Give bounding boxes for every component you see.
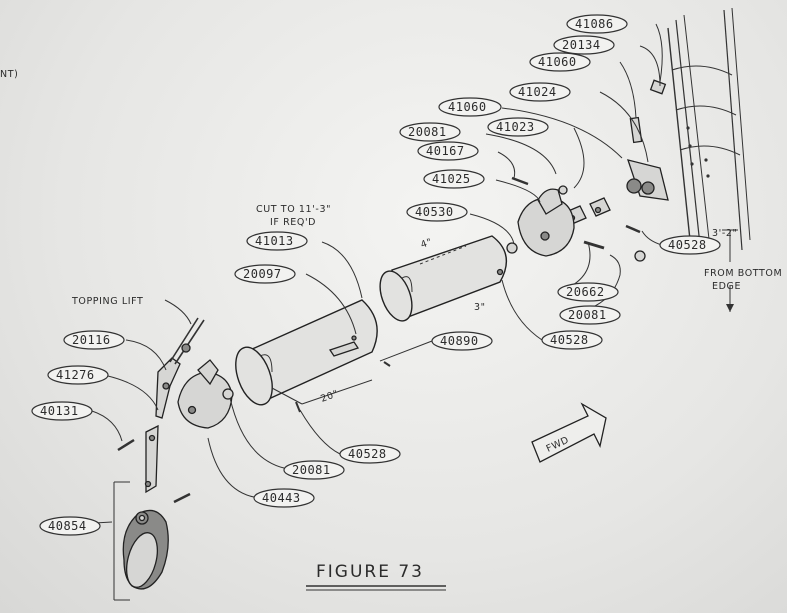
dim-3: 3" <box>474 302 486 313</box>
svg-text:40528: 40528 <box>348 447 387 461</box>
svg-text:40890: 40890 <box>440 334 479 348</box>
callout-41276: 41276 <box>47 365 109 385</box>
gooseneck-fitting <box>506 188 575 257</box>
svg-text:41060: 41060 <box>538 55 577 69</box>
callout-41025: 41025 <box>423 169 485 189</box>
svg-text:40530: 40530 <box>415 205 454 219</box>
callout-41023: 41023 <box>487 117 549 137</box>
svg-text:20081: 20081 <box>568 308 607 322</box>
callouts: 41086 20134 41060 41024 41060 41023 2008… <box>31 14 721 536</box>
callout-20662: 20662 <box>557 282 619 302</box>
svg-text:41086: 41086 <box>575 17 614 31</box>
callout-41060: 41060 <box>438 97 502 117</box>
svg-text:41013: 41013 <box>255 234 294 248</box>
dim-4: 4" <box>419 237 434 251</box>
callout-40530: 40530 <box>406 202 468 222</box>
callout-20081-lower: 20081 <box>283 460 345 480</box>
fwd-arrow: FWD <box>531 402 607 463</box>
callout-20097: 20097 <box>234 264 296 284</box>
boom-tube-rear <box>379 235 508 322</box>
callout-20134: 20134 <box>553 35 615 55</box>
svg-text:41025: 41025 <box>432 172 471 186</box>
cut-note-line2: IF REQ'D <box>270 217 316 228</box>
mast-structure <box>667 7 751 312</box>
leader-lines <box>41 23 663 527</box>
left-edge-fragment: NT) <box>0 69 18 80</box>
svg-text:41276: 41276 <box>56 368 95 382</box>
callout-40528-lower: 40528 <box>339 444 401 464</box>
svg-text:20081: 20081 <box>292 463 331 477</box>
svg-text:40854: 40854 <box>48 519 87 533</box>
svg-text:20662: 20662 <box>566 285 605 299</box>
callout-40167: 40167 <box>417 141 479 161</box>
svg-text:20081: 20081 <box>408 125 447 139</box>
svg-text:41023: 41023 <box>496 120 535 134</box>
boom-tube-front <box>235 299 391 413</box>
svg-text:20097: 20097 <box>243 267 282 281</box>
callout-41024: 41024 <box>509 82 571 102</box>
callout-41013: 41013 <box>246 231 308 251</box>
svg-text:40167: 40167 <box>426 144 465 158</box>
svg-text:40443: 40443 <box>262 491 301 505</box>
svg-text:20134: 20134 <box>562 38 601 52</box>
svg-text:40528: 40528 <box>668 238 707 252</box>
svg-text:40131: 40131 <box>40 404 79 418</box>
callout-41086: 41086 <box>566 14 628 34</box>
figure-caption: FIGURE 73 <box>306 562 446 591</box>
callout-40528-mid: 40528 <box>541 330 603 350</box>
callout-40131: 40131 <box>31 401 93 421</box>
front-end-fitting <box>117 317 234 504</box>
svg-text:20116: 20116 <box>72 333 111 347</box>
sheave-block <box>113 481 169 601</box>
mast-fitting-assembly <box>511 79 669 262</box>
callout-20081-upper: 20081 <box>399 122 461 142</box>
cut-note-line1: CUT TO 11'-3" <box>256 204 331 215</box>
from-bottom-note-line2: EDGE <box>712 281 741 292</box>
svg-text:41024: 41024 <box>518 85 557 99</box>
callout-20116: 20116 <box>63 330 125 350</box>
dim-20: 20" <box>319 388 340 405</box>
topping-lift-note: TOPPING LIFT <box>71 296 143 307</box>
callout-20081-right: 20081 <box>559 305 621 325</box>
callout-40443: 40443 <box>253 488 315 508</box>
callout-40854: 40854 <box>39 516 101 536</box>
figure-title: FIGURE 73 <box>316 562 424 582</box>
from-bottom-note-line1: FROM BOTTOM <box>704 268 782 279</box>
callout-40890: 40890 <box>431 331 493 351</box>
svg-text:41060: 41060 <box>448 100 487 114</box>
callout-40528-right: 40528 <box>659 235 721 255</box>
callout-41060-top: 41060 <box>529 52 591 72</box>
svg-text:40528: 40528 <box>550 333 589 347</box>
dim-3-2: 3'-2" <box>712 228 738 239</box>
